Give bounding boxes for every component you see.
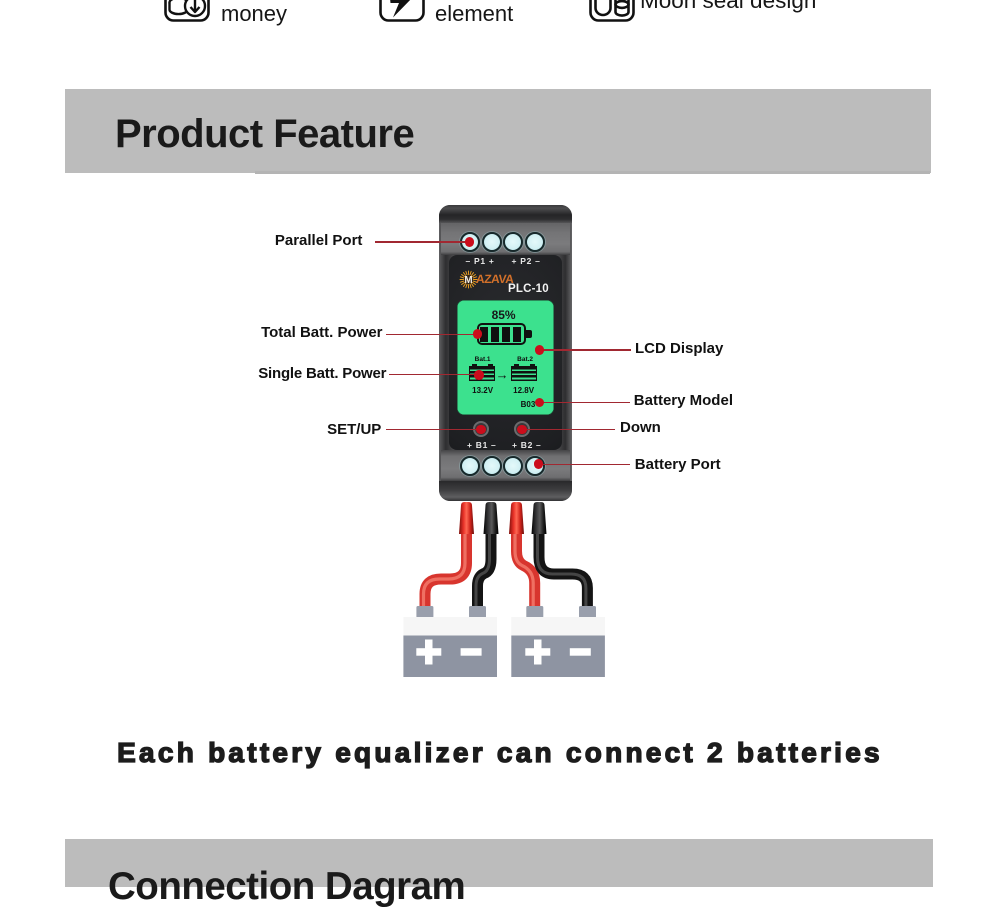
svg-text:M: M	[464, 275, 472, 286]
